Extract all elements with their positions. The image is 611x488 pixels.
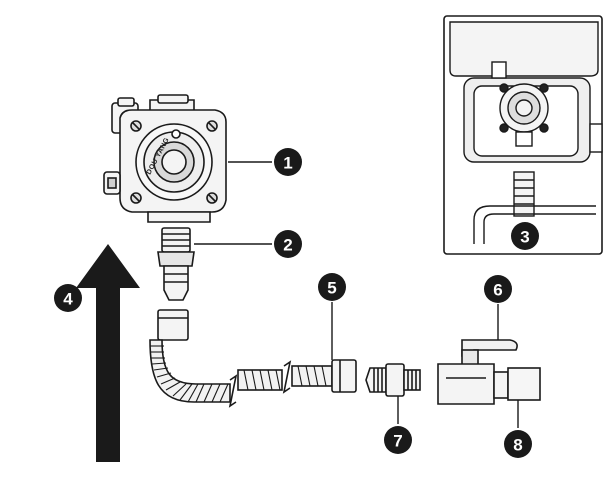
callout-8: 8: [504, 430, 532, 458]
callout-4-number: 4: [63, 290, 73, 309]
callout-5: 5: [318, 273, 346, 301]
inset-panel: [443, 15, 603, 255]
gas-regulator: [103, 94, 227, 223]
callout-3-number: 3: [520, 228, 529, 247]
inset-heater-body: [449, 21, 603, 244]
callout-2: 2: [274, 230, 302, 258]
callout-4: 4: [54, 284, 82, 312]
upward-arrow: [76, 244, 140, 462]
callout-6: 6: [484, 275, 512, 303]
callout-5-number: 5: [327, 279, 336, 298]
callout-1: 1: [274, 148, 302, 176]
callout-3: 3: [511, 222, 539, 250]
shutoff-valve: [437, 339, 541, 405]
callout-1-number: 1: [283, 154, 292, 173]
callout-7: 7: [384, 426, 412, 454]
flare-adapter: [365, 363, 421, 397]
callout-2-number: 2: [283, 236, 292, 255]
callout-7-number: 7: [393, 432, 402, 451]
flexible-gas-hose: [149, 309, 357, 408]
callout-8-number: 8: [513, 436, 522, 455]
callout-6-number: 6: [493, 281, 502, 300]
flare-fitting: [157, 227, 195, 301]
